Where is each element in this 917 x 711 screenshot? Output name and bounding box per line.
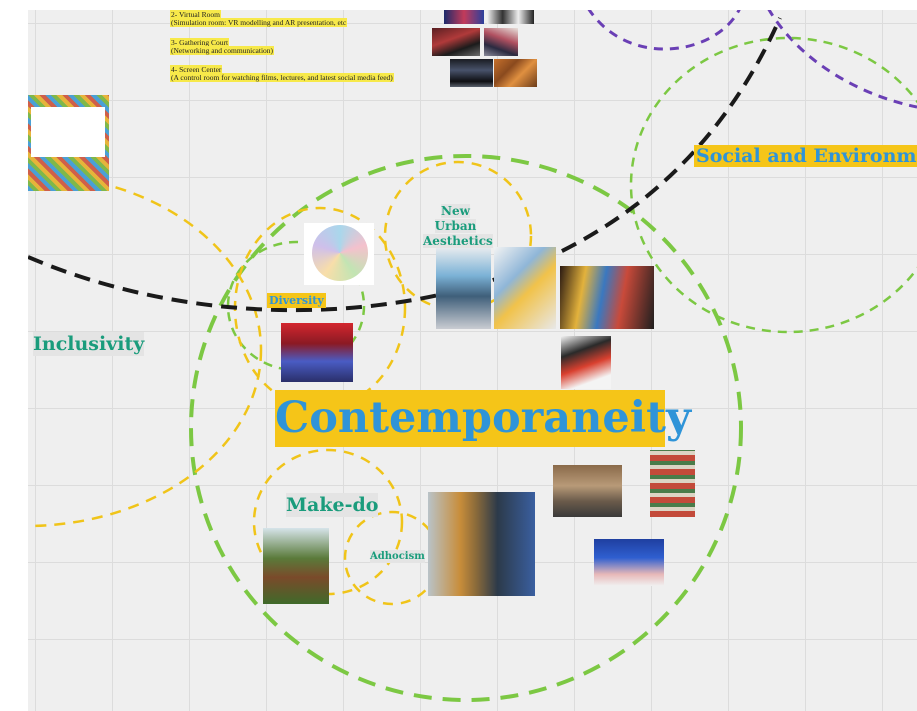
label-new-urban-text: New Urban Aesthetics (423, 204, 493, 248)
note-gathering-court: 3- Gathering Court(Networking and commun… (170, 38, 275, 55)
photo-gathering-court-2[interactable] (484, 28, 518, 56)
mindmap-strokes (28, 10, 917, 702)
photo-fashion-4[interactable] (561, 336, 611, 389)
label-inclusivity[interactable]: Inclusivity (33, 332, 145, 356)
whiteboard-canvas[interactable]: 2- Virtual Room(Simulation room: VR mode… (28, 10, 917, 711)
label-make-do[interactable]: Make-do (286, 493, 379, 517)
photo-fashion-1[interactable] (436, 247, 491, 329)
photo-architecture-facade[interactable] (650, 450, 695, 517)
collage-blank-area (31, 107, 105, 157)
green-circle-main (189, 154, 743, 702)
photo-gathering-court-1[interactable] (432, 28, 480, 56)
purple-arc (767, 10, 917, 109)
green-circle-social (629, 36, 917, 334)
photo-architecture-interior[interactable] (594, 539, 664, 586)
photo-architecture-hall[interactable] (553, 465, 622, 517)
label-social-environmental-crises[interactable]: Social and Environmental Crises (694, 144, 917, 168)
photo-screen-center-2[interactable] (494, 59, 537, 87)
photo-virtual-room-2[interactable] (487, 10, 534, 24)
purple-arc (587, 10, 741, 51)
label-diversity[interactable]: Diversity (267, 293, 326, 308)
label-new-urban-aesthetics[interactable]: New Urban Aesthetics (423, 204, 493, 249)
label-adhocism[interactable]: Adhocism (370, 550, 425, 563)
photo-diversity-runway[interactable] (281, 323, 353, 382)
yellow-circle-inclusivity (28, 172, 263, 528)
photo-architecture-wood[interactable] (428, 492, 535, 596)
main-title-contemporaneity[interactable]: Contemporaneity (275, 390, 691, 447)
note-virtual-room: 2- Virtual Room(Simulation room: VR mode… (170, 10, 348, 27)
photo-fashion-2[interactable] (494, 247, 556, 329)
photo-diversity-diagram[interactable] (304, 223, 374, 285)
photo-virtual-room-1[interactable] (444, 10, 484, 24)
label-social-text: Social and Environmental Crises (694, 145, 917, 167)
note-screen-center: 4- Screen Center(A control room for watc… (170, 65, 394, 82)
photo-screen-center-1[interactable] (450, 59, 493, 87)
photo-make-do-treehouse[interactable] (263, 528, 329, 604)
photo-collage-map[interactable] (28, 95, 109, 191)
diversity-wheel (312, 225, 368, 281)
photo-fashion-3[interactable] (560, 266, 654, 329)
